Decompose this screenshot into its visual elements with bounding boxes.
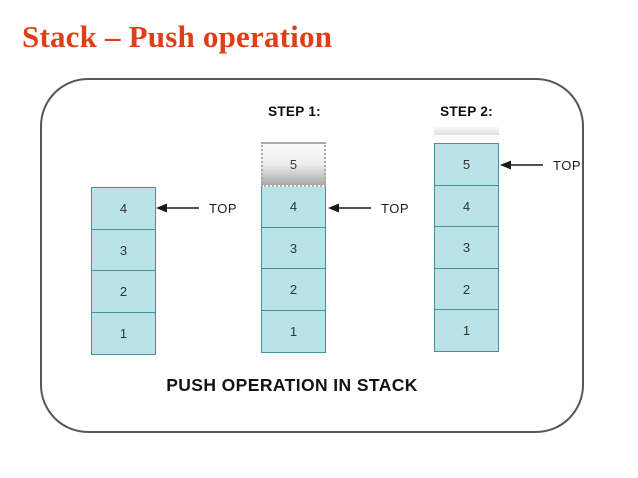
stack-cell: 1 — [261, 309, 326, 353]
top-label: TOP — [381, 200, 409, 216]
arrow-left-icon — [500, 159, 544, 171]
ghost-remnant — [434, 127, 499, 135]
pushed-cell-ghost: 5 — [261, 142, 326, 187]
stack-cell: 5 — [434, 143, 499, 186]
top-pointer-step1: TOP — [328, 200, 409, 216]
top-label: TOP — [209, 200, 237, 216]
stack-initial: 4 3 2 1 — [91, 187, 156, 355]
stack-cell: 1 — [434, 309, 499, 352]
step2-label: STEP 2: — [440, 104, 493, 119]
arrow-left-icon — [328, 202, 372, 214]
arrow-left-icon — [156, 202, 200, 214]
top-label: TOP — [553, 157, 581, 173]
page-title: Stack – Push operation — [22, 19, 333, 54]
stack-cell: 4 — [261, 185, 326, 228]
top-pointer-step2: TOP — [500, 157, 581, 173]
stack-cell: 1 — [91, 311, 156, 355]
stack-cell: 2 — [434, 267, 499, 311]
step1-label: STEP 1: — [268, 104, 321, 119]
diagram-caption: PUSH OPERATION IN STACK — [166, 375, 418, 395]
stack-cell: 2 — [261, 268, 326, 311]
stack-cell: 3 — [91, 228, 156, 272]
stack-step2: 5 4 3 2 1 — [434, 143, 499, 352]
stack-cell: 4 — [434, 184, 499, 228]
top-pointer-initial: TOP — [156, 200, 237, 216]
stack-cell: 4 — [91, 187, 156, 230]
stack-cell: 3 — [261, 226, 326, 270]
stack-cell: 3 — [434, 226, 499, 269]
stack-step1: 4 3 2 1 — [261, 185, 326, 353]
stack-cell: 2 — [91, 270, 156, 313]
